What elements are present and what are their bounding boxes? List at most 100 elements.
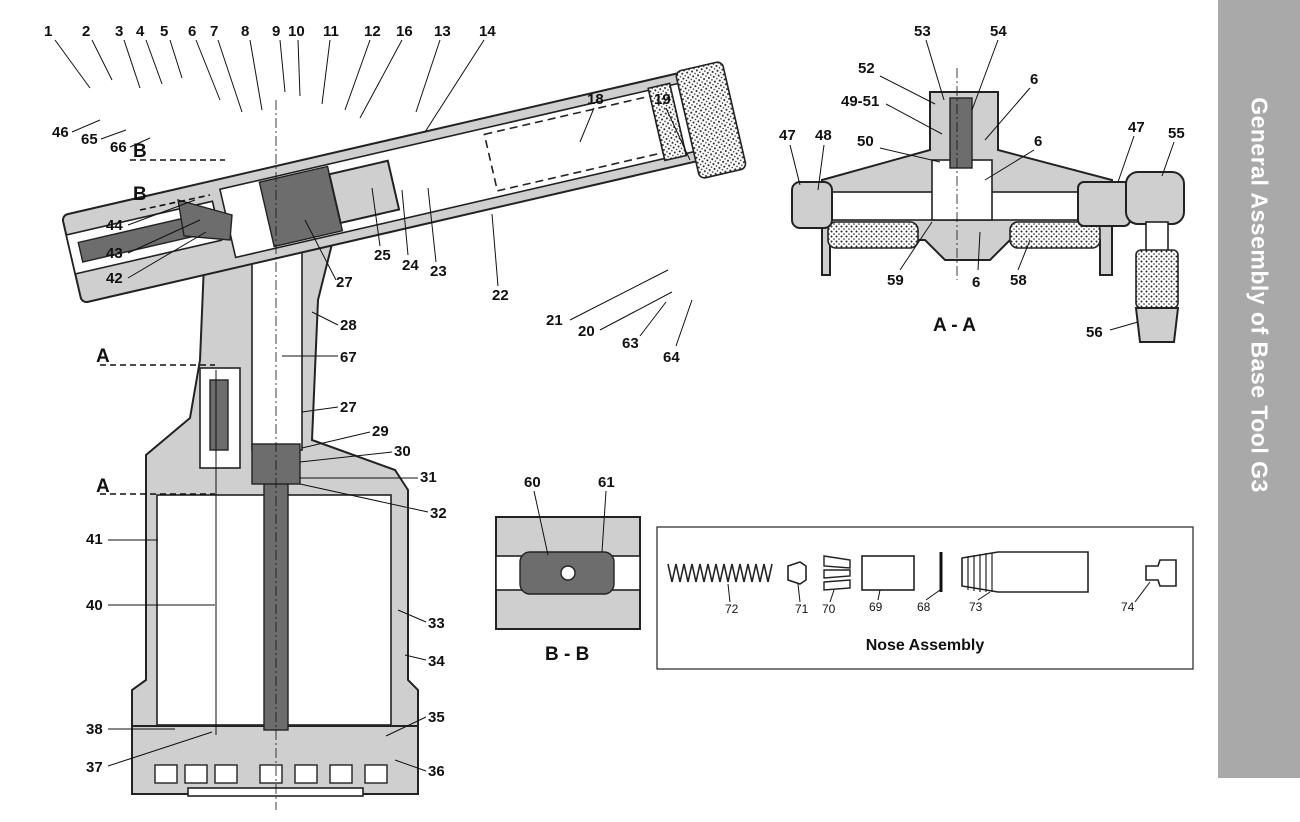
aa-hose-knurl	[1135, 249, 1179, 309]
callout: 54	[990, 23, 1007, 40]
callout: 36	[428, 763, 445, 780]
callout: 34	[428, 653, 445, 670]
callout: 27	[336, 274, 353, 291]
callout: 69	[869, 600, 883, 614]
nose-callouts: 72 71 70 69 68 73 74	[725, 581, 1151, 616]
callout: 30	[394, 443, 411, 460]
spring-72	[667, 563, 773, 583]
callout: 5	[160, 23, 168, 40]
section-b-bottom-label: B	[133, 184, 147, 205]
section-a-top-label: A	[96, 346, 110, 367]
callout: 47	[779, 127, 796, 144]
callout: 56	[1086, 324, 1103, 341]
callout: 20	[578, 323, 595, 340]
barrel	[61, 61, 747, 304]
valve-stem	[209, 379, 229, 451]
callout: 18	[587, 91, 604, 108]
callout: 49-51	[841, 93, 879, 110]
callout: 33	[428, 615, 445, 632]
nose-assembly-caption: Nose Assembly	[866, 637, 985, 654]
callout: 3	[115, 23, 123, 40]
pusher-71	[787, 561, 807, 585]
aa-hose-neck	[1145, 221, 1169, 253]
callout: 28	[340, 317, 357, 334]
callout: 31	[420, 469, 437, 486]
callout: 71	[795, 602, 809, 616]
callout: 68	[917, 600, 931, 614]
nosepiece-housing-73	[961, 551, 1089, 593]
callout: 8	[241, 23, 249, 40]
callout: 63	[622, 335, 639, 352]
callout: 29	[372, 423, 389, 440]
callout: 14	[479, 23, 496, 40]
callout: 60	[524, 474, 541, 491]
callout: 2	[82, 23, 90, 40]
section-aa-label: A - A	[933, 315, 976, 336]
aa-seal-right	[1009, 221, 1101, 249]
callout: 6	[1034, 133, 1042, 150]
section-aa-view: A - A 53 54 52 6 49-51 47 48 50 6 47 55 …	[779, 23, 1185, 343]
callout: 24	[402, 257, 419, 274]
callout: 59	[887, 272, 904, 289]
callout: 70	[822, 602, 836, 616]
callout: 37	[86, 759, 103, 776]
callout: 6	[1030, 71, 1038, 88]
nose-assembly-panel: 72 71 70 69 68 73 74 Nose Assembly	[656, 526, 1194, 670]
aa-hose-tip	[1134, 307, 1180, 343]
callout: 22	[492, 287, 509, 304]
callout: 48	[815, 127, 832, 144]
nose-thread-73	[967, 553, 993, 592]
callout: 55	[1168, 125, 1185, 142]
callout: 25	[374, 247, 391, 264]
callout: 40	[86, 597, 103, 614]
section-b-top-label: B	[133, 141, 147, 162]
callout: 4	[136, 23, 145, 40]
callout: 27	[340, 399, 357, 416]
callout: 1	[44, 23, 52, 40]
title-sidebar: General Assembly of Base Tool G3	[1218, 0, 1300, 778]
trigger	[177, 199, 233, 241]
aa-valve-stem	[949, 97, 973, 169]
callout: 10	[288, 23, 305, 40]
base-plate	[131, 725, 419, 795]
nosepiece-74	[1145, 559, 1177, 587]
callout: 52	[858, 60, 875, 77]
section-bb-label: B - B	[545, 644, 589, 665]
callout: 32	[430, 505, 447, 522]
aa-valve-cavity	[931, 159, 993, 221]
callout: 44	[106, 217, 123, 234]
callout: 42	[106, 270, 123, 287]
callout: 23	[430, 263, 447, 280]
callout: 38	[86, 721, 103, 738]
aa-callouts: 53 54 52 6 49-51 47 48 50 6 47 55 59 6	[779, 23, 1185, 341]
callout: 13	[434, 23, 451, 40]
callout: 53	[914, 23, 931, 40]
callout: 66	[110, 139, 127, 156]
callout: 46	[52, 124, 69, 141]
callout: 72	[725, 602, 739, 616]
aa-left-plug	[791, 181, 833, 229]
callout: 74	[1121, 600, 1135, 614]
section-bb-view: 60 61 B - B	[495, 474, 641, 665]
main-callouts: 1 2 3 4 5 6 7 8 9 10 11 12 16 1	[44, 23, 693, 780]
callout: 9	[272, 23, 280, 40]
callout: 21	[546, 312, 563, 329]
callout: 6	[972, 274, 980, 291]
aa-right-fitting	[1077, 181, 1131, 227]
aa-seal-left	[827, 221, 919, 249]
jaw-case-69	[861, 555, 915, 591]
section-line-b-bottom	[139, 194, 211, 211]
callout: 64	[663, 349, 680, 366]
callout: 43	[106, 245, 123, 262]
section-a-bottom-label: A	[96, 476, 110, 497]
base-bottom-slot	[187, 787, 364, 797]
callout: 6	[188, 23, 196, 40]
callout: 47	[1128, 119, 1145, 136]
callout: 61	[598, 474, 615, 491]
callout: 12	[364, 23, 381, 40]
callout: 35	[428, 709, 445, 726]
callout: 65	[81, 131, 98, 148]
callout: 73	[969, 600, 983, 614]
callout: 7	[210, 23, 218, 40]
